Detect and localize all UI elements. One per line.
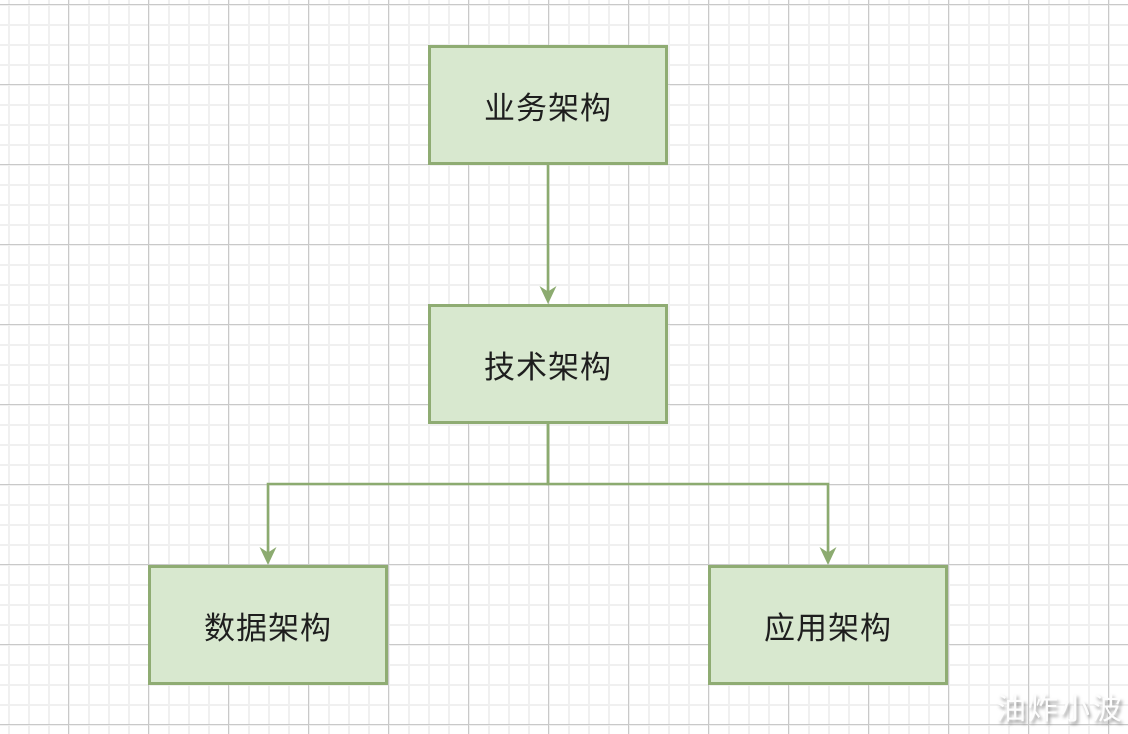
watermark: 油炸小波 [996,693,1124,726]
node-label: 数据架构 [204,610,332,646]
node-label: 业务架构 [484,90,612,126]
arrow-down-icon [819,547,837,565]
node-data-architecture: 数据架构 [148,565,388,685]
edge-technology-to-data [266,424,550,553]
arrow-down-icon [259,547,277,565]
edge-technology-to-application [546,424,830,553]
arrow-down-icon [539,286,557,304]
node-label: 技术架构 [484,349,612,385]
node-technology-architecture: 技术架构 [428,304,668,424]
node-label: 应用架构 [764,610,892,646]
node-application-architecture: 应用架构 [708,565,948,685]
node-business-architecture: 业务架构 [428,45,668,165]
